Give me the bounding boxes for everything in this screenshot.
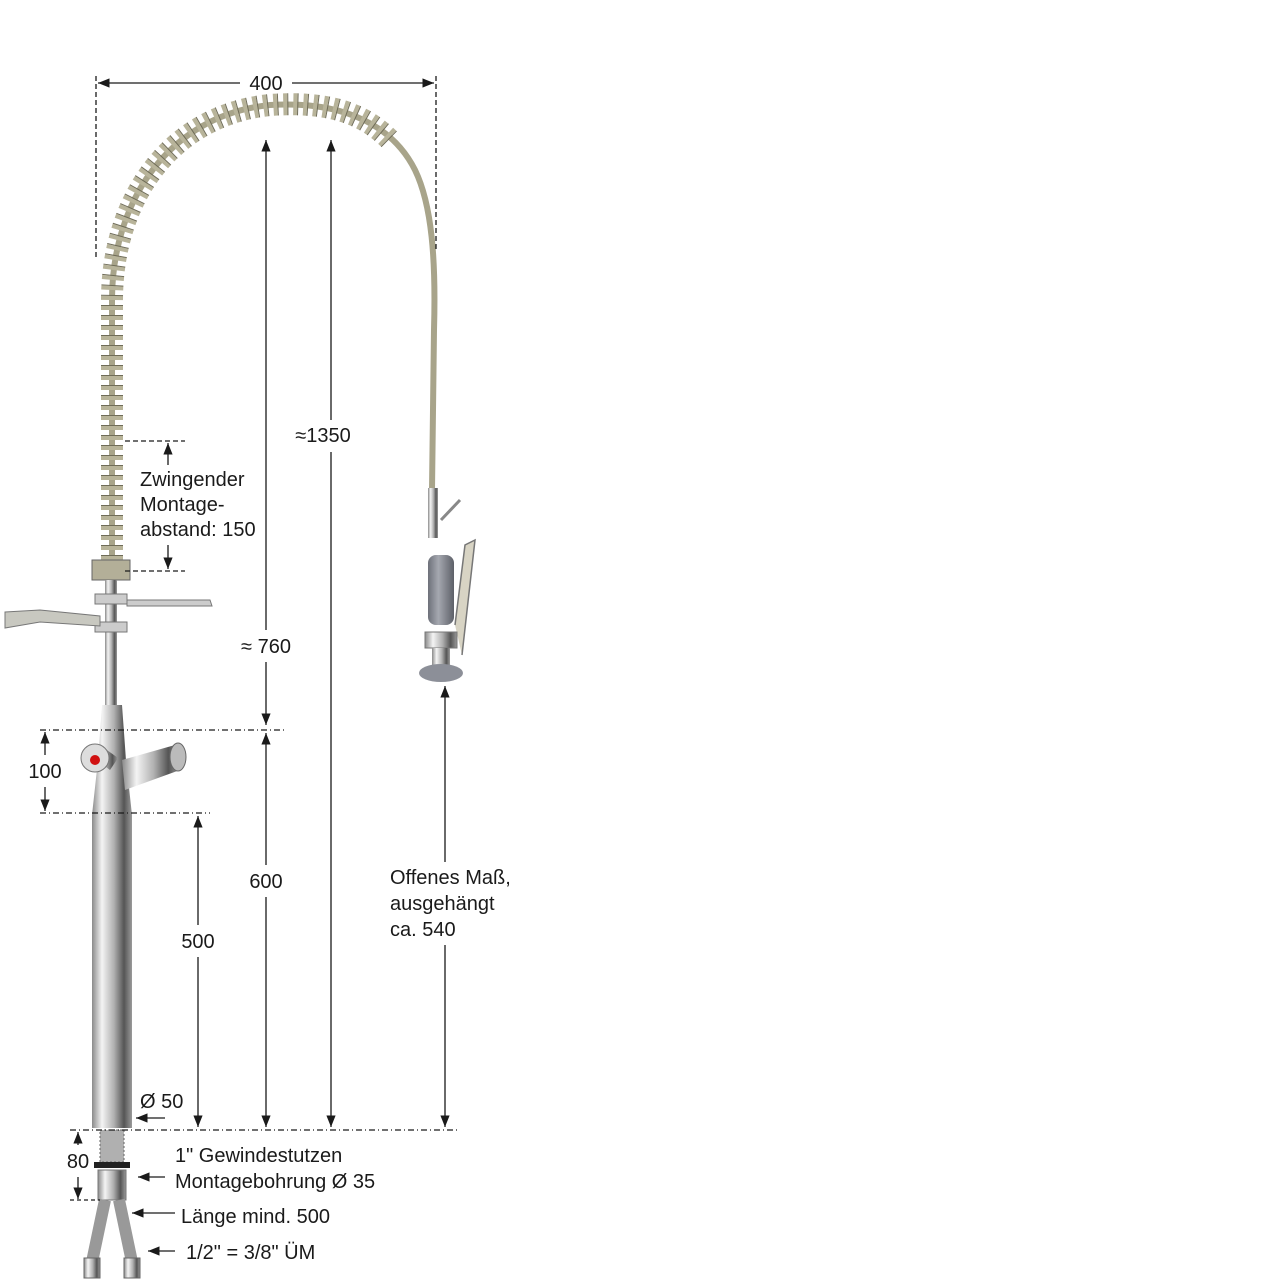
dim-length-80: 80 [67,1151,89,1173]
valve-body [80,705,187,1128]
label-open-1: Offenes Maß, [390,867,511,889]
dim-diameter-50: Ø 50 [140,1091,183,1113]
dim-height-500: 500 [181,931,214,953]
dim-width-400: 400 [249,73,282,95]
dim-height-100: 100 [28,761,61,783]
label-connector: 1/2" = 3/8" ÜM [186,1242,315,1264]
label-open-2: ausgehängt [390,893,495,915]
column [92,815,132,1128]
dim-height-600: 600 [249,871,282,893]
label-mounting-1: Zwingender [140,469,245,491]
label-open-3: ca. 540 [390,919,456,941]
dimension-lines [40,76,460,1256]
label-mounting-3: abstand: 150 [140,519,256,541]
label-hose-length: Länge mind. 500 [181,1206,330,1228]
label-thread: 1" Gewindestutzen [175,1145,342,1167]
wall-bracket [4,559,213,710]
hot-indicator-icon [90,755,100,765]
dim-height-760: ≈ 760 [241,636,291,658]
dim-height-1350: ≈1350 [295,425,350,447]
label-mounting-hole: Montagebohrung Ø 35 [175,1171,375,1193]
label-mounting-2: Montage- [140,494,225,516]
supply-connections [83,1129,141,1279]
spring-hose [101,93,438,570]
spray-head [419,488,476,682]
